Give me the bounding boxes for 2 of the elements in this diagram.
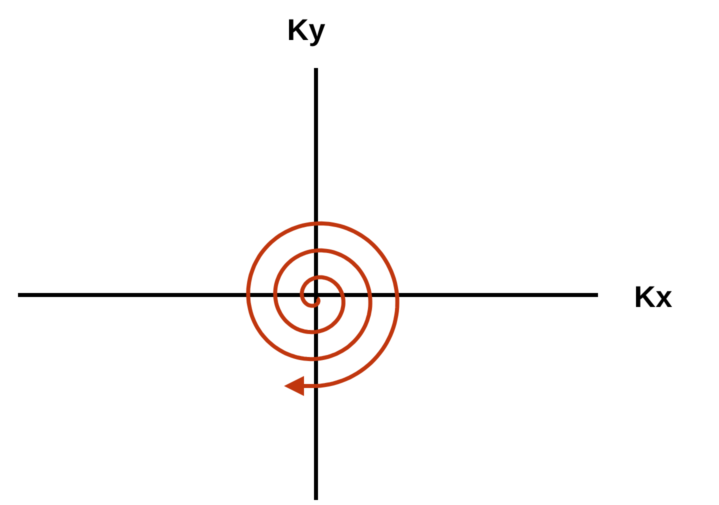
axis-label: Kx <box>634 283 672 313</box>
axis-label: Ky <box>287 16 326 46</box>
